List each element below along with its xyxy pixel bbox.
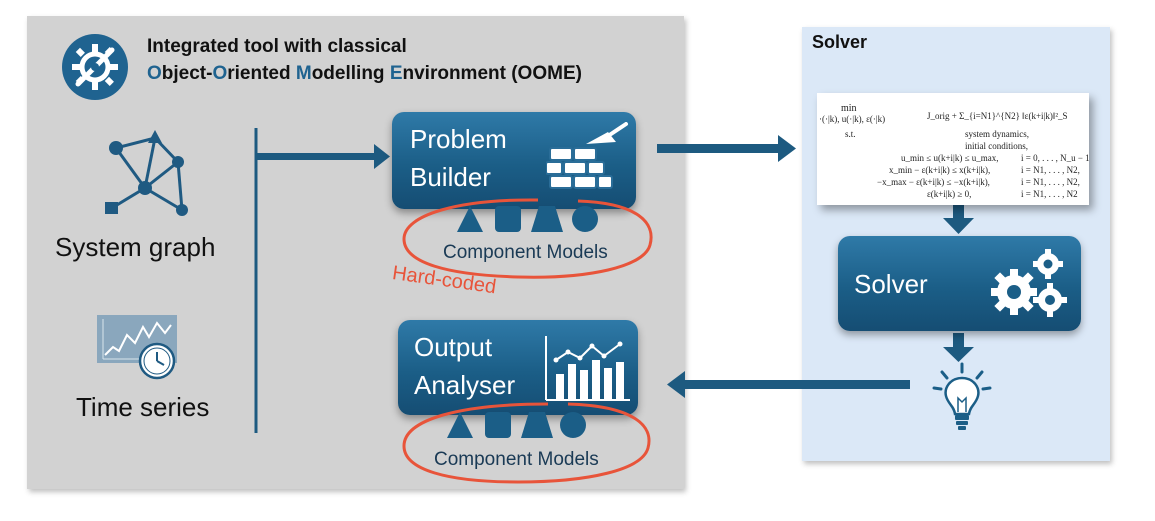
eq-vars: ·(·|k), u(·|k), ε(·|k) [819,114,886,124]
output-analyser-box: Output Analyser [398,320,638,415]
header-title-line2: Object-Oriented Modelling Environment (O… [147,63,582,84]
problem-builder-label-1: Problem [410,124,507,154]
eq-c2: initial conditions, [965,141,1028,151]
problem-builder-label-2: Builder [410,162,491,192]
solver-panel-title: Solver [812,32,868,52]
eq-c4: x_min − ε(k+i|k) ≤ x(k+i|k), [889,165,991,175]
solver-box: Solver [838,236,1081,331]
output-analyser-label-1: Output [414,332,493,362]
problem-builder-box: Problem Builder [392,112,636,209]
eq-c6-range: i = N1, . . . , N2 [1021,189,1078,199]
component-shapes-bottom [447,412,586,438]
eq-min: min [841,103,857,114]
gears-icon [991,249,1067,317]
system-graph-label: System graph [55,232,216,262]
eq-st: s.t. [845,129,856,139]
system-graph-icon [105,130,188,216]
solver-box-label: Solver [854,269,928,299]
eq-c4-range: i = N1, . . . , N2, [1021,165,1080,175]
settings-gear-icon [62,34,128,100]
optimization-problem-equation: min ·(·|k), u(·|k), ε(·|k) J_orig + Σ_{i… [817,93,1089,205]
component-models-bottom-label: Component Models [434,449,599,470]
eq-c5: −x_max − ε(k+i|k) ≤ −x(k+i|k), [877,177,990,187]
eq-c6: ε(k+i|k) ≥ 0, [927,189,972,199]
component-shapes-top [457,206,598,232]
header-title-line1: Integrated tool with classical [147,36,407,57]
eq-c1: system dynamics, [965,129,1029,139]
lightbulb-icon [932,362,992,430]
hard-coded-ellipse-top [402,198,653,279]
brick-wall-icon [546,122,628,189]
hard-coded-ellipse-bottom [402,402,651,484]
time-series-label: Time series [76,392,210,422]
time-series-icon [97,315,177,380]
eq-c3-range: i = 0, . . . , N_u − 1, [1021,153,1089,163]
bar-chart-icon [545,336,630,401]
eq-c3: u_min ≤ u(k+i|k) ≤ u_max, [901,153,999,163]
eq-objective: J_orig + Σ_{i=N1}^{N2} ‖ε(k+i|k)‖²_S [927,111,1068,121]
eq-c5-range: i = N1, . . . , N2, [1021,177,1080,187]
output-analyser-label-2: Analyser [414,370,516,400]
component-models-top-label: Component Models [443,242,608,263]
